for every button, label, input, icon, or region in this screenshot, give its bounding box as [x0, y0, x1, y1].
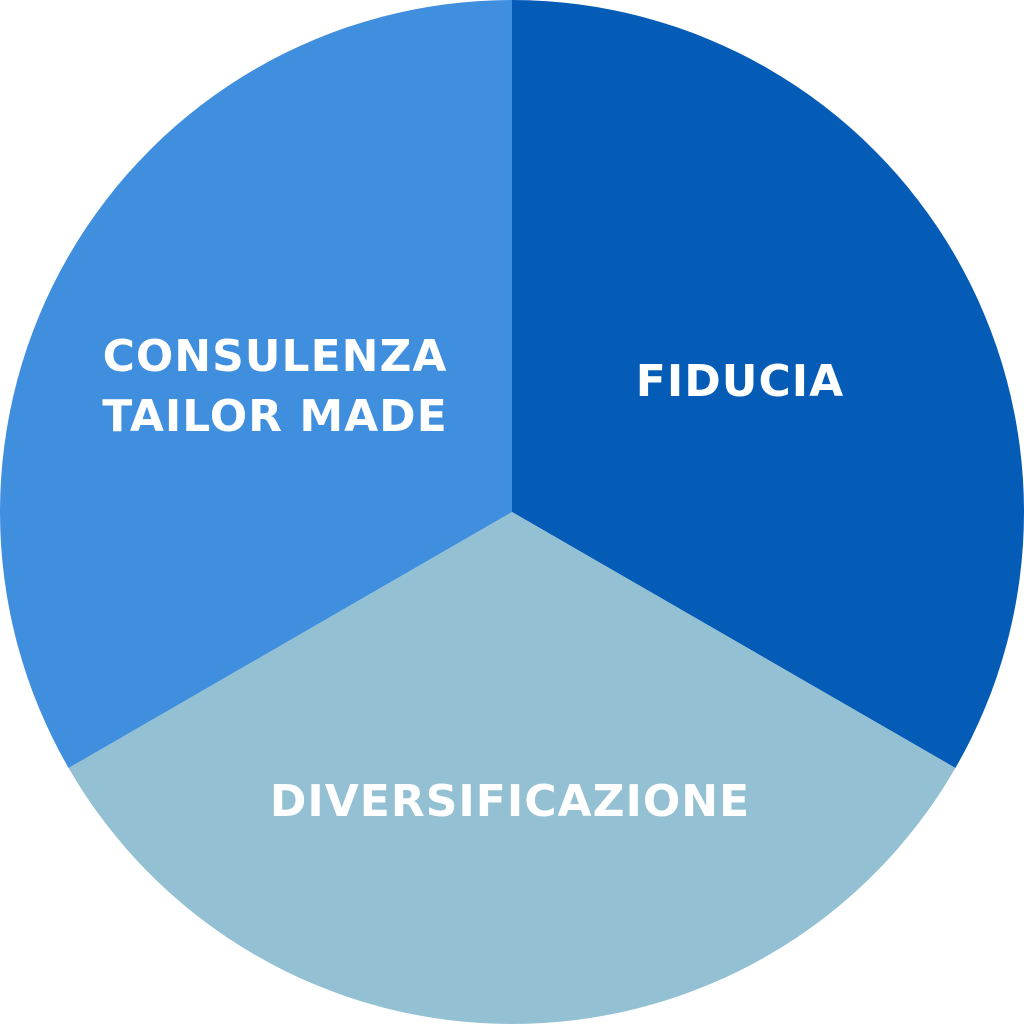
slice-label: FIDUCIA — [636, 356, 844, 407]
slice-label-line: TAILOR MADE — [102, 391, 448, 442]
slice-label-line: DIVERSIFICAZIONE — [270, 776, 750, 827]
pie-slice-fiducia — [512, 0, 1024, 768]
pie-slice-diversificazione — [68, 512, 956, 1024]
slice-label: DIVERSIFICAZIONE — [270, 776, 750, 827]
slice-label: CONSULENZA TAILOR MADE — [102, 331, 448, 442]
pie-slice-consulenza-tailor-made — [0, 0, 512, 768]
slice-label-line: CONSULENZA — [103, 331, 448, 382]
slice-label-line: FIDUCIA — [636, 356, 844, 407]
